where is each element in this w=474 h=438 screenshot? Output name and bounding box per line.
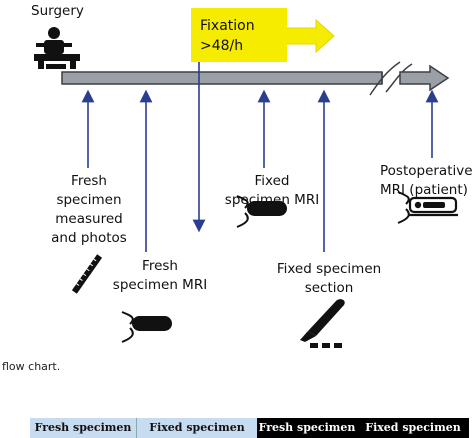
upward-arrows <box>81 62 439 252</box>
label-fixed-mri: Fixed specimen MRI <box>218 172 326 210</box>
label-fresh-photos-l1: Fresh <box>71 173 107 189</box>
legend-item-fixed-dark: Fixed specimen <box>357 418 469 438</box>
fixation-line2: >48/h <box>200 38 244 54</box>
label-fixed-mri-l2: specimen MRI <box>224 192 320 208</box>
figure-caption: flow chart. <box>2 360 61 373</box>
legend-item-fixed-light: Fixed specimen <box>136 418 257 438</box>
fixation-line1: Fixation <box>200 18 255 34</box>
label-postop-mri-l2: MRI (patient) <box>380 182 468 198</box>
label-fresh-mri-l1: Fresh <box>142 258 178 274</box>
timeline <box>61 61 450 96</box>
label-fresh-photos-l4: and photos <box>51 230 127 246</box>
label-fixed-section-l2: section <box>304 280 354 296</box>
scalpel-icon <box>300 299 345 348</box>
label-fresh-photos-l3: measured <box>55 211 123 227</box>
label-postop-mri: Postoperative MRI (patient) <box>380 162 474 200</box>
label-fixed-section: Fixed specimen section <box>268 260 390 298</box>
label-fresh-photos-l2: specimen <box>56 192 122 208</box>
surgery-label: Surgery <box>31 3 84 19</box>
legend-item-fresh-light: Fresh specimen <box>30 418 136 438</box>
label-fresh-photos: Fresh specimen measured and photos <box>44 172 134 248</box>
fixation-arrow <box>284 18 335 54</box>
label-postop-mri-l1: Postoperative <box>380 163 473 179</box>
label-fresh-mri: Fresh specimen MRI <box>104 257 216 295</box>
legend-strip: Fresh specimen Fixed specimen Fresh spec… <box>30 418 469 438</box>
label-fixed-section-l1: Fixed specimen <box>276 261 382 277</box>
ruler-icon <box>71 254 103 294</box>
patient-mri-icon <box>397 191 458 224</box>
label-fresh-mri-l2: specimen MRI <box>112 277 208 293</box>
legend-item-fresh-dark: Fresh specimen <box>257 418 357 438</box>
fixation-label: Fixation >48/h <box>200 16 300 56</box>
mri-scanner-icon <box>121 311 172 343</box>
surgeon-icon <box>34 27 80 69</box>
label-fixed-mri-l1: Fixed <box>254 173 290 189</box>
mri-scanner-icon-fixed <box>236 195 287 228</box>
fixation-box <box>191 8 287 62</box>
